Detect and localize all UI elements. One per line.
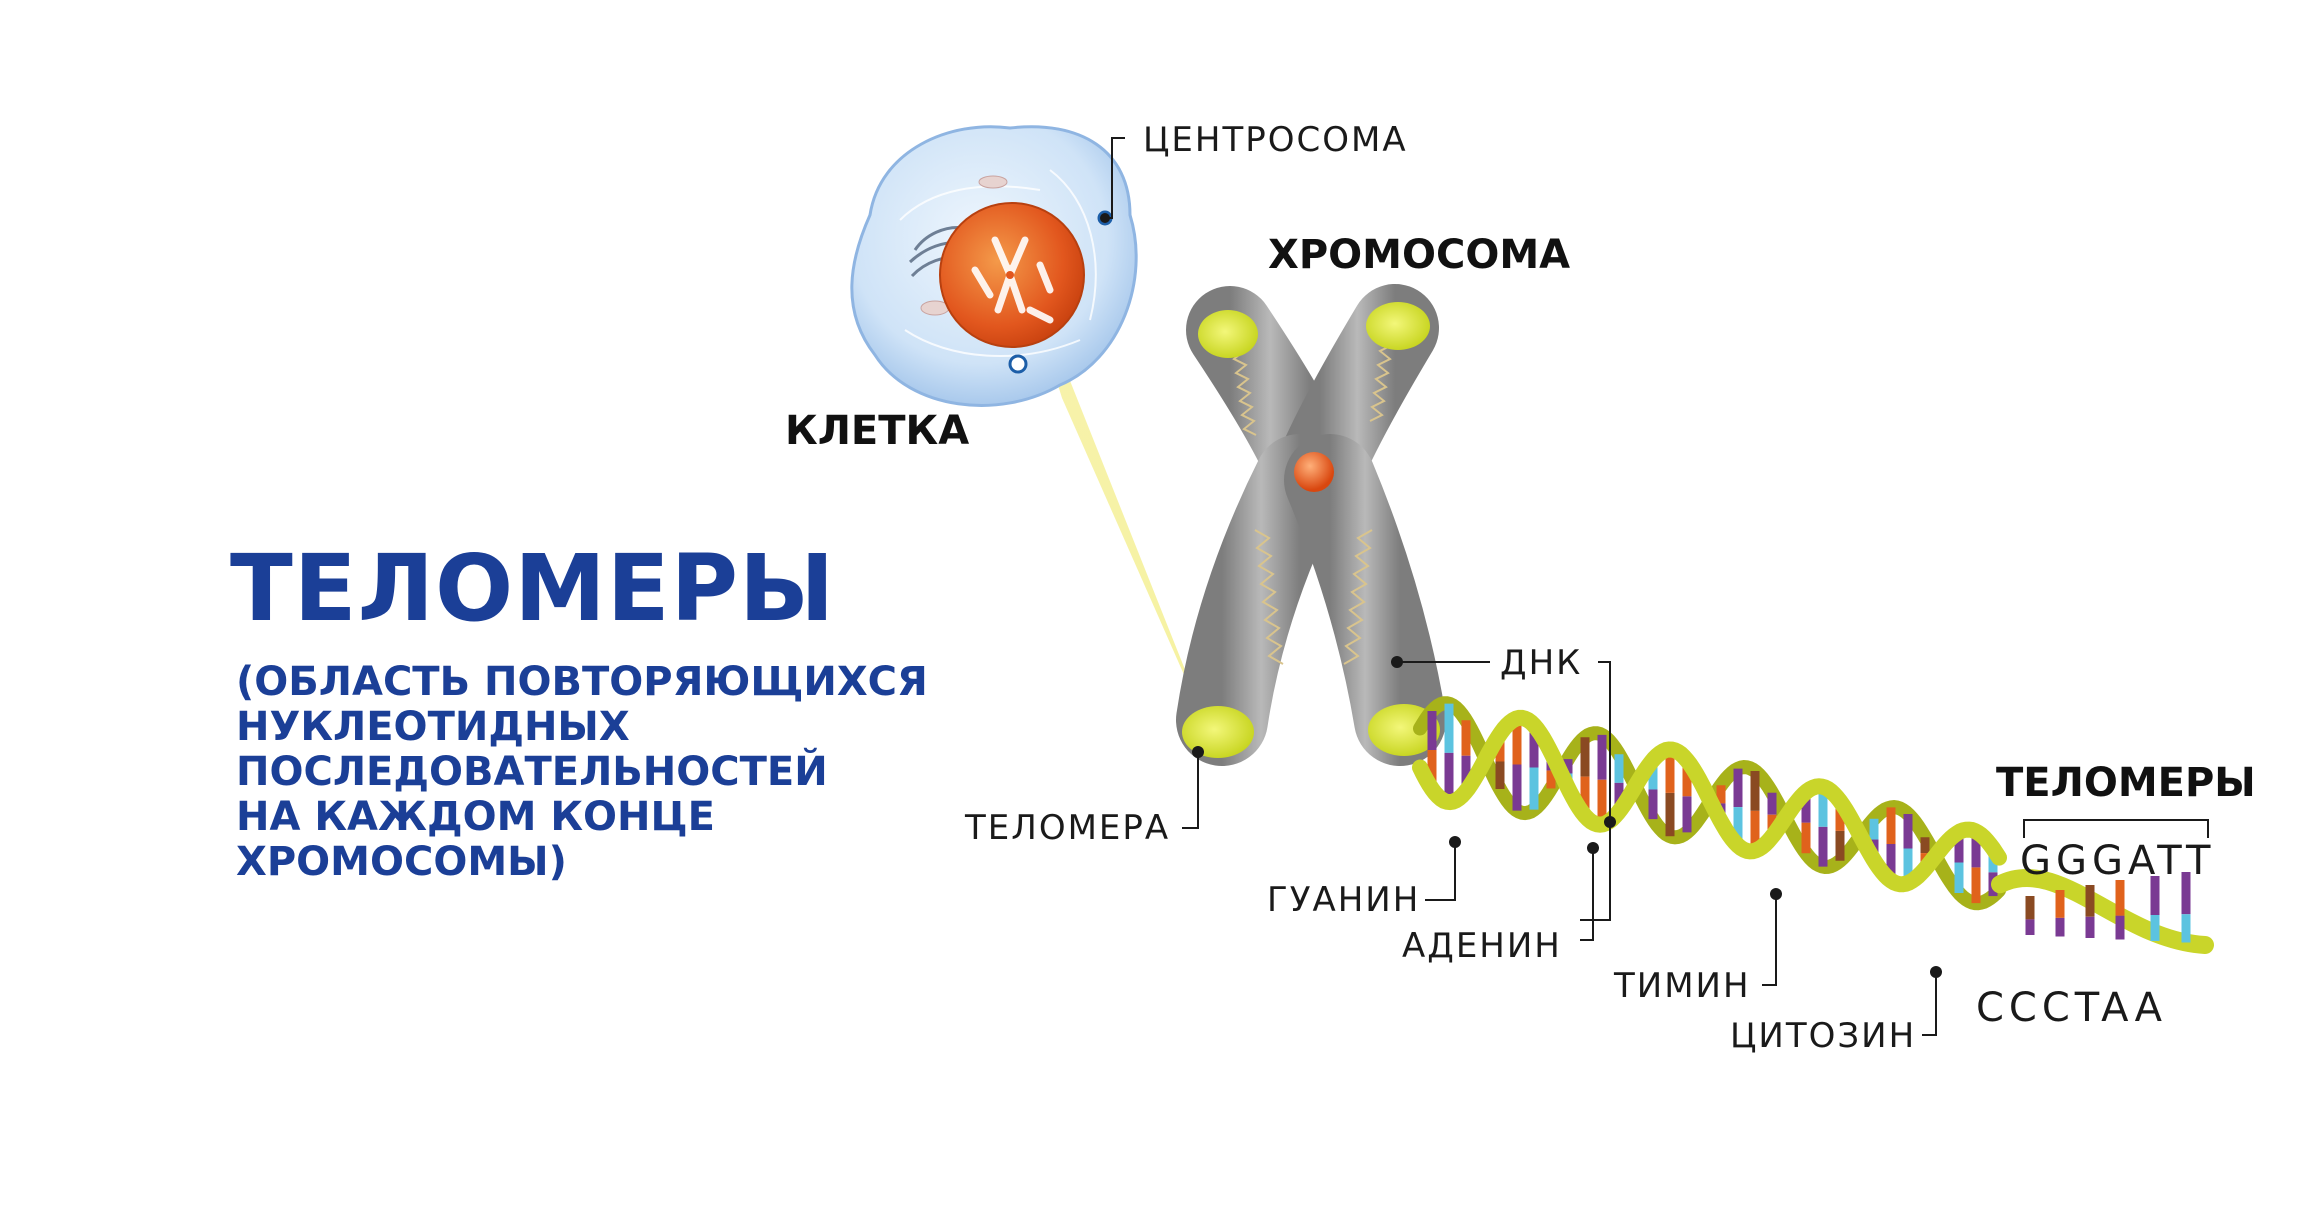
cell-illustration [850,125,1138,407]
subtitle-line: НА КАЖДОМ КОНЦЕ [236,794,715,840]
subtitle: (ОБЛАСТЬ ПОВТОРЯЮЩИХСЯ НУКЛЕОТИДНЫХ ПОСЛ… [236,660,928,885]
label-guanine: ГУАНИН [1267,880,1421,920]
label-adenine: АДЕНИН [1402,926,1562,966]
subtitle-line: ХРОМОСОМЫ) [236,839,567,885]
heading-cell: КЛЕТКА [785,408,970,454]
dna-strand-front [1412,709,2007,893]
subtitle-line: НУКЛЕОТИДНЫХ [236,704,630,750]
leader-dots [1100,213,1942,978]
subtitle-line: ПОСЛЕДОВАТЕЛЬНОСТЕЙ [236,749,828,795]
leader-lines [1105,137,2209,1036]
label-thymine: ТИМИН [1614,966,1751,1006]
centromere [1294,452,1334,492]
label-telomere: ТЕЛОМЕРА [965,808,1171,848]
telomere-tip-left [1182,706,1254,758]
heading-chromosome: ХРОМОСОМА [1268,232,1571,278]
label-centrosome: ЦЕНТРОСОМА [1143,120,1408,160]
label-dna: ДНК [1500,643,1583,683]
sequence-bottom: CCCTAA [1976,985,2167,1031]
subtitle-line: (ОБЛАСТЬ ПОВТОРЯЮЩИХСЯ [236,659,928,705]
label-cytosine: ЦИТОЗИН [1730,1016,1917,1056]
main-title: ТЕЛОМЕРЫ [230,535,836,642]
chromosome-illustration [1176,284,1446,766]
heading-telomeres: ТЕЛОМЕРЫ [1996,760,2256,806]
dna-helix [1412,696,2214,954]
sequence-top: GGGATT [2020,838,2216,884]
